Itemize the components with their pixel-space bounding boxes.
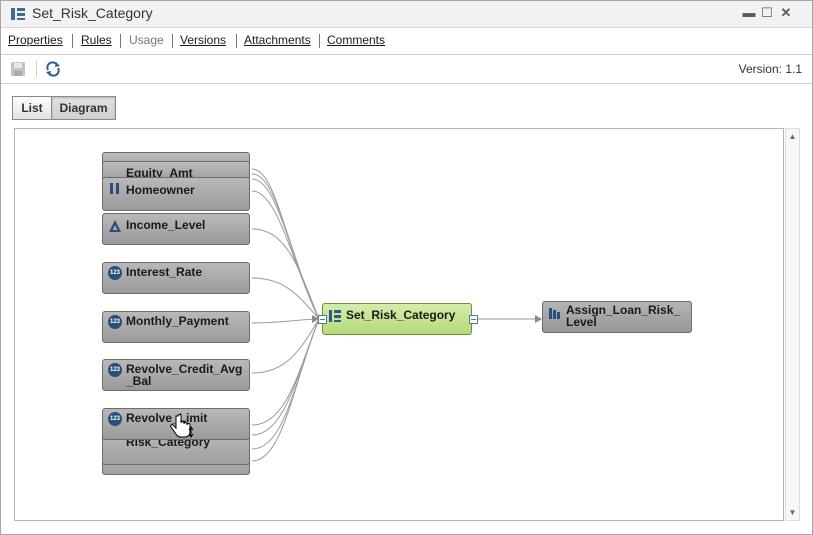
input-node-revolve-credit-avg-bal[interactable]: 123 Revolve_Credit_Avg _Bal [102, 359, 250, 391]
maximize-icon[interactable]: ☐ [761, 5, 773, 20]
tab-separator [120, 34, 121, 48]
scroll-up-icon[interactable]: ▲ [788, 132, 797, 141]
toolbar-separator [36, 61, 37, 77]
edge-revolve-credit [251, 318, 320, 374]
tab-bar: Properties Rules Usage Versions Attachme… [1, 28, 812, 55]
center-node-set-risk-category[interactable]: Set_Risk_Category [322, 303, 472, 335]
edge-income-level [251, 228, 320, 320]
numeric-badge: 123 [108, 363, 122, 377]
save-icon[interactable] [10, 61, 26, 77]
tab-separator [172, 34, 173, 48]
collapse-left-connector[interactable] [318, 315, 327, 324]
edge-stacked-3 [251, 178, 320, 320]
node-label: Homeowner [126, 183, 195, 197]
node-label: Revolve_Limit [126, 411, 208, 425]
vertical-scrollbar[interactable]: ▲ ▼ [785, 128, 800, 521]
diagram-edges [251, 168, 542, 462]
bar-icon [110, 183, 119, 194]
rule-set-icon [329, 310, 341, 322]
input-node-monthly-payment[interactable]: 123 Monthly_Payment [102, 311, 250, 343]
node-label: Interest_Rate [126, 265, 203, 279]
tab-separator [319, 34, 320, 48]
numeric-badge: 123 [108, 266, 122, 280]
node-label: Assign_Loan_Risk_ Level [566, 303, 681, 329]
node-label: Revolve_Credit_Avg _Bal [126, 362, 243, 388]
minimize-icon[interactable]: ▬ [742, 5, 756, 20]
triangle-icon [109, 220, 121, 232]
edge-monthly-payment [251, 318, 320, 324]
hand-cursor-icon [170, 414, 194, 438]
title-bar: Set_Risk_Category ▬ ☐ ✕ [1, 1, 812, 28]
edge-stacked-5 [251, 318, 320, 450]
tab-separator [72, 34, 73, 48]
node-label: Income_Level [126, 218, 206, 232]
close-icon[interactable]: ✕ [780, 5, 792, 20]
edge-interest-rate [251, 277, 320, 320]
edge-arrowhead [535, 315, 542, 323]
toolbar: Version: 1.1 [1, 55, 812, 84]
list-view-button[interactable]: List [12, 96, 52, 120]
diagram-view-button[interactable]: Diagram [51, 96, 116, 120]
numeric-badge: 123 [108, 315, 122, 329]
edge-homeowner [251, 190, 320, 320]
tab-comments[interactable]: Comments [327, 33, 386, 47]
tab-attachments[interactable]: Attachments [244, 33, 311, 47]
numeric-icon: 123 [108, 412, 122, 426]
rule-flow-icon [549, 308, 560, 319]
edge-stacked-4 [251, 318, 320, 436]
edge-stacked-6 [251, 318, 320, 462]
tab-versions[interactable]: Versions [180, 33, 227, 47]
node-label: Monthly_Payment [126, 314, 229, 328]
tab-usage[interactable]: Usage [129, 33, 164, 47]
output-node-assign-loan-risk-level[interactable]: Assign_Loan_Risk_ Level [542, 301, 692, 333]
tab-properties[interactable]: Properties [8, 33, 63, 47]
refresh-icon[interactable] [45, 61, 61, 77]
input-node-income-level[interactable]: Income_Level [102, 213, 250, 245]
numeric-icon: 123 [108, 315, 122, 329]
tab-rules[interactable]: Rules [81, 33, 112, 47]
tab-separator [236, 34, 237, 48]
input-node-homeowner[interactable]: Homeowner [102, 177, 250, 211]
numeric-icon: 123 [108, 266, 122, 280]
input-node-interest-rate[interactable]: 123 Interest_Rate [102, 262, 250, 294]
version-label: Version: 1.1 [738, 62, 802, 76]
diagram-canvas[interactable]: Equity_Amt Homeowner Income_Level 123 In… [14, 128, 784, 521]
stacked-node-label: Equity_Amt [126, 166, 193, 180]
edge-arrowhead [312, 315, 319, 323]
rule-set-icon [11, 8, 25, 20]
node-label: Set_Risk_Category [346, 308, 456, 322]
numeric-icon: 123 [108, 363, 122, 377]
scroll-down-icon[interactable]: ▼ [788, 508, 797, 517]
window-title: Set_Risk_Category [32, 5, 153, 21]
numeric-badge: 123 [108, 412, 122, 426]
collapse-right-connector[interactable] [469, 315, 478, 324]
